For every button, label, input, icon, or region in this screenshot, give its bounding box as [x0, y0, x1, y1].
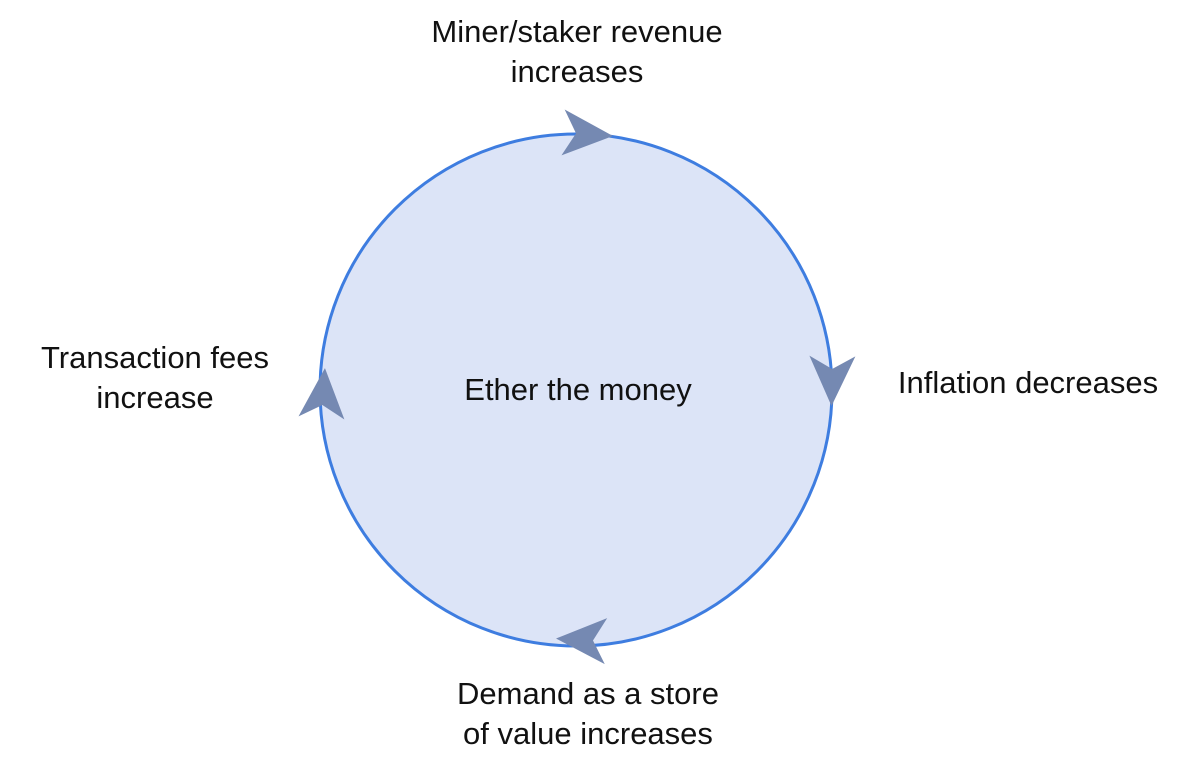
- cycle-step-label-miner-staker-revenue: Miner/staker revenue increases: [431, 14, 723, 90]
- clockwise-arrow-right-icon: [809, 355, 856, 406]
- cycle-step-label-inflation-decreases: Inflation decreases: [897, 365, 1159, 400]
- cycle-step-label-store-of-value-demand: Demand as a store of value increases: [457, 676, 719, 752]
- cycle-center-label: Ether the money: [464, 372, 692, 407]
- cycle-step-label-transaction-fees: Transaction fees increase: [40, 340, 270, 416]
- clockwise-arrow-top-icon: [561, 109, 613, 156]
- clockwise-arrow-bottom-icon: [556, 618, 608, 665]
- clockwise-arrow-left-icon: [298, 368, 345, 420]
